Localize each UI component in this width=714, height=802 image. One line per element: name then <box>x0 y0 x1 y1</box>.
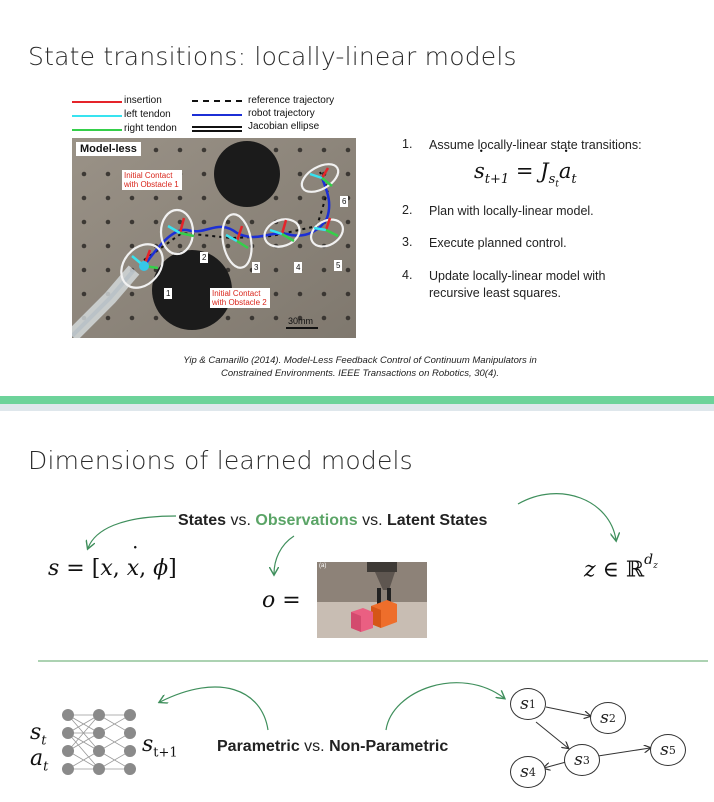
slide-divider <box>0 396 714 404</box>
slide2-title: Dimensions of learned models <box>28 446 413 475</box>
legend-left-tendon: left tendon <box>124 109 171 120</box>
legend-insertion: insertion <box>124 95 162 106</box>
legend-right-tendon: right tendon <box>124 123 177 134</box>
reference-swatch <box>192 100 242 102</box>
marker-2: 2 <box>200 252 209 263</box>
node-base: s <box>600 708 609 728</box>
node-sub: 5 <box>668 743 676 757</box>
vs-label: vs. <box>226 512 256 529</box>
step-text: Update locally-linear model with recursi… <box>429 269 606 300</box>
citation-line-2: Constrained Environments. IEEE Transacti… <box>220 368 500 379</box>
insertion-swatch <box>72 101 122 103</box>
observation-image-drawing <box>317 562 427 638</box>
node-base: s <box>520 694 529 714</box>
marker-5: 5 <box>334 260 343 271</box>
steps-list: 1. Assume locally-linear state transitio… <box>402 137 702 307</box>
observation-image: (a) <box>317 562 427 638</box>
nn-input-action: at <box>30 746 49 775</box>
step-number: 1. <box>402 137 413 151</box>
observation-equation: o = <box>262 588 301 613</box>
nn-input-state: st <box>30 720 47 749</box>
vs-label: vs. <box>299 738 330 755</box>
left-tendon-swatch <box>72 115 122 117</box>
node-base: s <box>574 750 583 770</box>
step-number: 3. <box>402 235 413 249</box>
latent-states-label: Latent States <box>386 512 488 529</box>
contact-label-1: Initial Contact with Obstacle 1 <box>122 170 182 190</box>
legend-robot: robot trajectory <box>248 108 315 119</box>
marker-3: 3 <box>252 262 261 273</box>
citation-line-1: Yip & Camarillo (2014). Model-Less Feedb… <box>183 355 537 366</box>
marker-6: 6 <box>340 196 349 207</box>
marker-4: 4 <box>294 262 303 273</box>
step-number: 4. <box>402 268 413 282</box>
node-sub: 1 <box>528 697 536 711</box>
step-text: Plan with locally-linear model. <box>429 204 594 218</box>
robot-swatch <box>192 114 242 116</box>
legend-jacobian: Jacobian ellipse <box>248 121 320 132</box>
nonparametric-label: Non-Parametric <box>329 738 449 755</box>
step-text: Execute planned control. <box>429 236 567 250</box>
model-types-header: Parametric vs. Non-Parametric <box>217 738 448 756</box>
node-sub: 4 <box>528 765 536 779</box>
nn-output-state: st+1 <box>142 732 178 761</box>
citation: Yip & Camarillo (2014). Model-Less Feedb… <box>100 354 620 380</box>
latent-equation: z ∈ ℝdz <box>584 552 658 583</box>
image-tag: (a) <box>319 563 327 569</box>
scale-label: 30mm <box>288 316 314 326</box>
locally-linear-equation: s˙t+1 = Jsta˙t <box>474 147 577 190</box>
parametric-label: Parametric <box>217 738 300 755</box>
right-tendon-swatch <box>72 129 122 131</box>
ellipse-swatch <box>192 126 242 132</box>
step-text: Assume locally-linear state transitions: <box>429 138 642 152</box>
observations-label: Observations <box>255 512 358 529</box>
legend-reference: reference trajectory <box>248 95 335 106</box>
node-base: s <box>520 762 529 782</box>
state-equation: s = [x, x˙, ϕ] <box>48 544 177 581</box>
node-sub: 3 <box>582 753 590 767</box>
step-number: 2. <box>402 203 413 217</box>
robot-figure-drawing <box>72 138 356 338</box>
slide-divider-shadow <box>0 404 714 411</box>
panel-label: Model-less <box>76 142 141 156</box>
node-sub: 2 <box>608 711 616 725</box>
figure-legend: insertion left tendon right tendon refer… <box>72 94 362 138</box>
contact-label-2: Initial Contact with Obstacle 2 <box>210 288 270 308</box>
vs-label: vs. <box>357 512 387 529</box>
states-label: States <box>178 512 227 529</box>
node-base: s <box>660 740 669 760</box>
slide1-title: State transitions: locally-linear models <box>28 42 517 71</box>
marker-1: 1 <box>164 288 173 299</box>
robot-figure: Model-less Initial Contact with Obstacle… <box>72 138 356 338</box>
state-types-header: States vs. Observations vs. Latent State… <box>178 512 487 530</box>
